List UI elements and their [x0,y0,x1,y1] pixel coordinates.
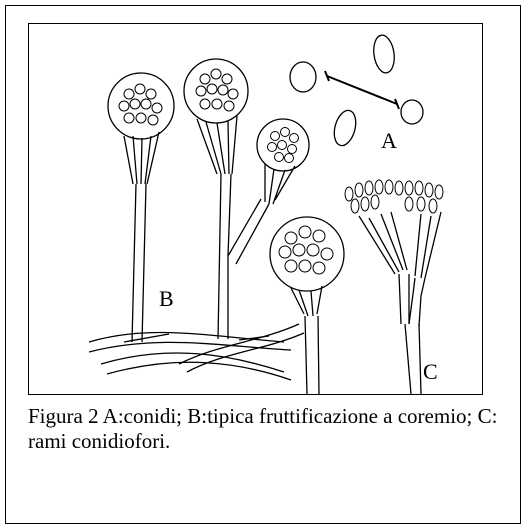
hyphae [89,324,304,380]
conidium [371,34,396,74]
fungus-illustration: A B C [29,24,483,395]
conidium [401,100,423,124]
conidium [290,62,316,92]
conidium [331,108,360,148]
conidial-head [257,119,309,171]
label-c: C [423,359,438,384]
label-b: B [159,286,174,311]
label-a: A [381,128,397,153]
scale-bar [327,76,397,104]
coremium-b [108,59,309,342]
conidia-group [290,34,423,148]
illustration-panel: A B C [28,23,483,395]
figure-caption: Figura 2 A:conidi; B:tipica fruttificazi… [28,404,508,454]
conidiophore-c-head [270,217,344,394]
figure-frame: A B C Figura 2 A:conidi; B:tipica frutti… [5,5,521,524]
